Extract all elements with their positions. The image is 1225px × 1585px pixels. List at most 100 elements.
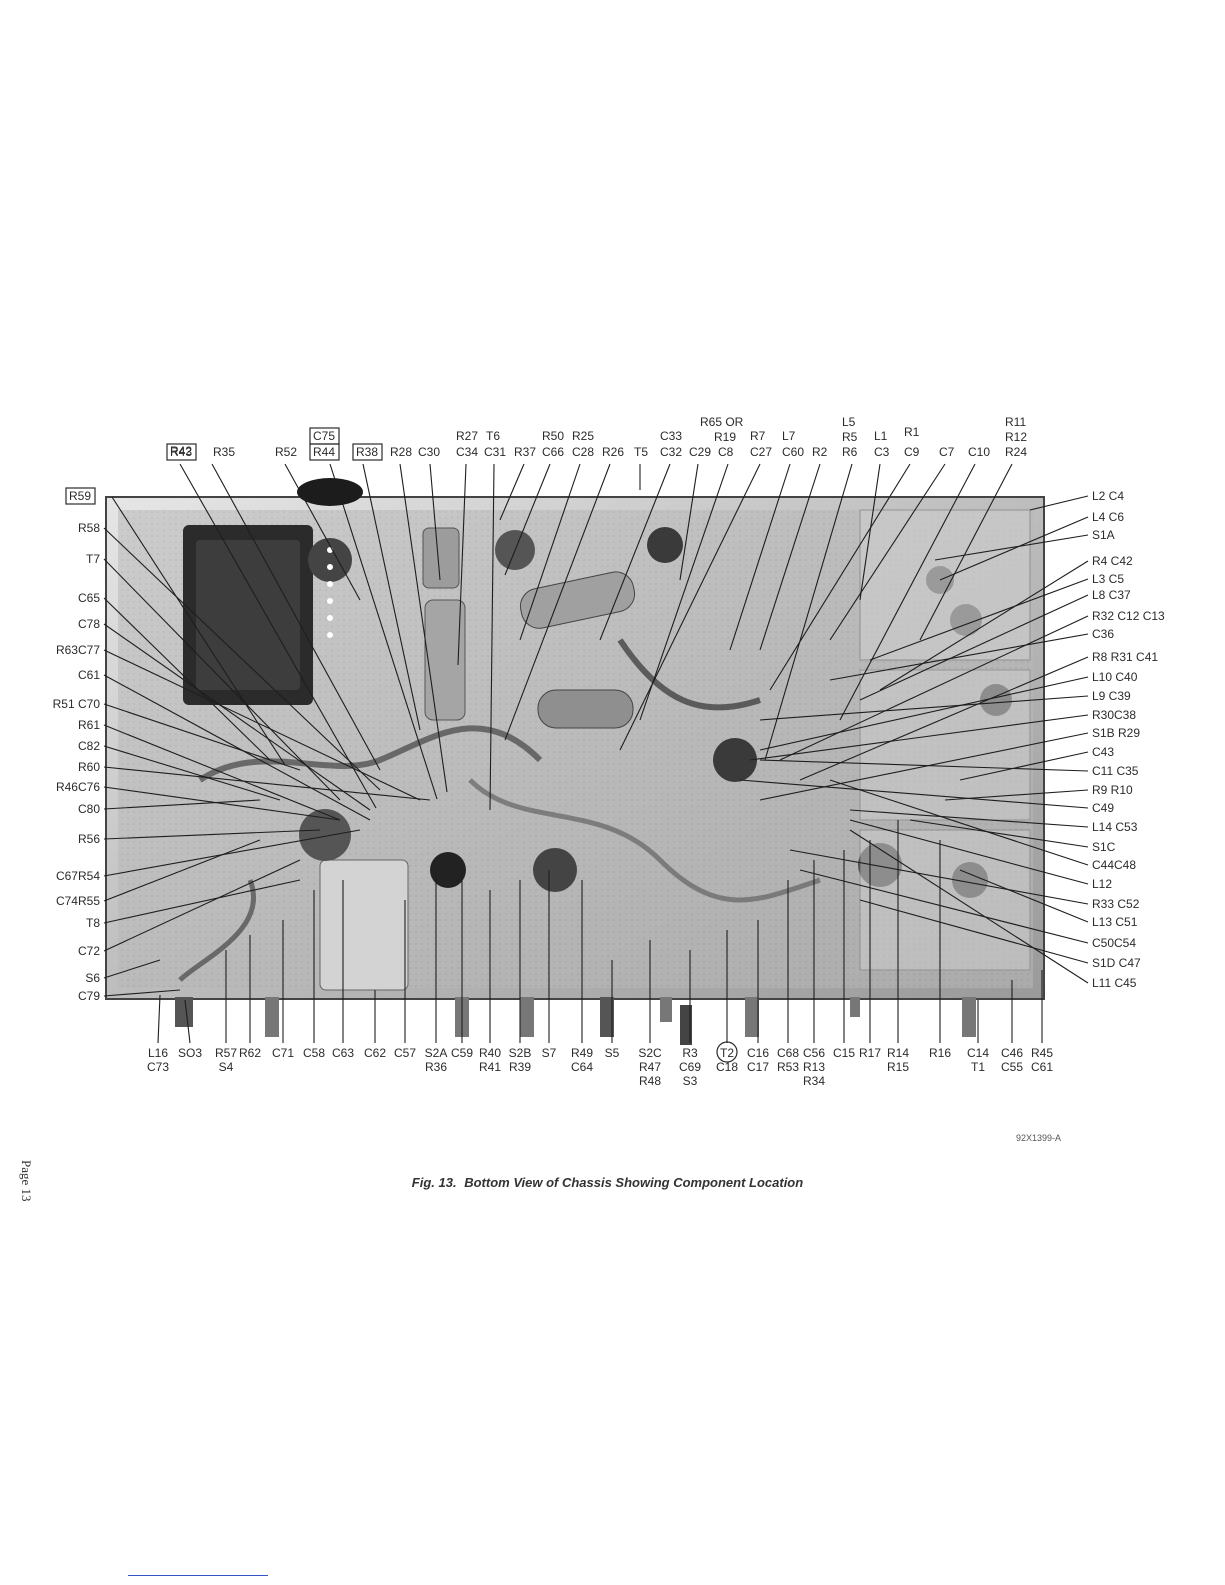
- label-right-24: S1D C47: [1092, 956, 1141, 970]
- leader-right-12: [759, 732, 1089, 801]
- label-r44: R44: [313, 445, 335, 459]
- label-c3: C3: [874, 445, 890, 459]
- figure-number: Fig. 13.: [411, 1175, 457, 1190]
- leader-c29: [679, 463, 699, 581]
- leader-right-18: [909, 819, 1089, 848]
- leader-right-1: [939, 516, 1089, 581]
- leader-c30: [429, 463, 441, 581]
- label-l1: L1: [874, 429, 888, 443]
- label-c33: C33: [660, 429, 682, 443]
- label-left-10: R46C76: [56, 780, 100, 794]
- leader-c7: [829, 463, 946, 641]
- label-bottom-26-0: C14: [967, 1046, 989, 1060]
- leader-r59: [111, 496, 286, 766]
- leader-right-0: [1029, 495, 1089, 511]
- leader-left-18: [103, 989, 181, 997]
- label-r27: R27: [456, 429, 478, 443]
- label-r37: R37: [514, 445, 536, 459]
- label-left-0: R58: [78, 521, 100, 535]
- label-t6: T6: [486, 429, 500, 443]
- label-bottom-18-1: C18: [716, 1060, 738, 1074]
- label-right-15: R9 R10: [1092, 783, 1133, 797]
- leader-r37: [499, 463, 525, 521]
- leader-right-7: [829, 633, 1089, 681]
- leader-c28: [519, 463, 581, 641]
- label-r43-box: [166, 443, 197, 461]
- label-bottom-11-0: R40: [479, 1046, 501, 1060]
- leader-right-16: [739, 779, 1089, 809]
- leader-left-17: [103, 959, 161, 979]
- label-bottom-0-1: C73: [147, 1060, 169, 1074]
- label-right-8: R8 R31 C41: [1092, 650, 1158, 664]
- leader-c66: [504, 463, 551, 576]
- label-right-4: L3 C5: [1092, 572, 1124, 586]
- leader-right-3: [879, 560, 1089, 691]
- label-right-14: C11 C35: [1092, 764, 1139, 778]
- label-right-16: C49: [1092, 801, 1114, 815]
- label-bottom-25-0: R16: [929, 1046, 951, 1060]
- label-bottom-21-1: R13: [803, 1060, 825, 1074]
- label-right-11: R30C38: [1092, 708, 1136, 722]
- leader-bottom-1: [184, 999, 191, 1044]
- label-bottom-15-0: S5: [605, 1046, 620, 1060]
- label-bottom-13-0: S7: [542, 1046, 557, 1060]
- label-bottom-10-0: C59: [451, 1046, 473, 1060]
- leader-right-23: [799, 869, 1089, 944]
- label-bottom-21-2: R34: [803, 1074, 825, 1088]
- label-r38: R38: [356, 445, 378, 459]
- label-bottom-6-0: C63: [332, 1046, 354, 1060]
- label-right-13: C43: [1092, 745, 1114, 759]
- label-l7: L7: [782, 429, 796, 443]
- label-bottom-17-1: C69: [679, 1060, 701, 1074]
- label-left-2: C65: [78, 591, 100, 605]
- label-r44-box: [309, 443, 340, 461]
- leader-c9: [769, 463, 911, 691]
- leader-left-11: [103, 799, 261, 810]
- label-left-14: C74R55: [56, 894, 100, 908]
- leader-c8: [639, 463, 729, 721]
- label-r50: R50: [542, 429, 564, 443]
- page-number: Page 13: [19, 1160, 34, 1202]
- label-bottom-17-2: S3: [683, 1074, 698, 1088]
- label-right-5: L8 C37: [1092, 588, 1131, 602]
- label-r24: R24: [1005, 445, 1027, 459]
- leader-r52: [284, 463, 361, 601]
- label-c66: C66: [542, 445, 564, 459]
- label-right-17: L14 C53: [1092, 820, 1138, 834]
- label-c27: C27: [750, 445, 772, 459]
- leader-left-8: [103, 745, 281, 801]
- leader-left-6: [103, 703, 301, 771]
- label-r11: R11: [1005, 415, 1026, 429]
- label-bottom-24-1: R15: [887, 1060, 909, 1074]
- label-c28: C28: [572, 445, 594, 459]
- label-left-5: C61: [78, 668, 100, 682]
- label-bottom-19-0: C16: [747, 1046, 769, 1060]
- label-bottom-12-0: S2B: [509, 1046, 532, 1060]
- label-r5: R5: [842, 430, 858, 444]
- label-left-6: R51 C70: [53, 697, 101, 711]
- leader-right-19: [829, 779, 1089, 866]
- label-bottom-17-0: R3: [682, 1046, 698, 1060]
- label-bottom-1-0: SO3: [178, 1046, 202, 1060]
- label-right-1: L4 C6: [1092, 510, 1124, 524]
- label-right-10: L9 C39: [1092, 689, 1131, 703]
- label-c32: C32: [660, 445, 682, 459]
- label-c60: C60: [782, 445, 804, 459]
- label-right-22: L13 C51: [1092, 915, 1138, 929]
- leader-left-15: [103, 879, 301, 924]
- label-l5: L5: [842, 415, 856, 429]
- leader-right-9: [759, 676, 1089, 751]
- label-right-18: S1C: [1092, 840, 1116, 854]
- chassis-photo: [105, 478, 1045, 1045]
- label-bottom-9-0: S2A: [425, 1046, 448, 1060]
- label-right-20: L12: [1092, 877, 1112, 891]
- label-left-18: C79: [78, 989, 100, 1003]
- figure-id: 92X1399-A: [1016, 1133, 1062, 1143]
- leader-left-2: [103, 597, 271, 761]
- leader-right-22: [959, 869, 1089, 923]
- label-bottom-16-1: R47: [639, 1060, 661, 1074]
- label-r12: R12: [1005, 430, 1027, 444]
- label-r52: R52: [275, 445, 297, 459]
- leader-left-12: [103, 829, 321, 840]
- label-c8: C8: [718, 445, 734, 459]
